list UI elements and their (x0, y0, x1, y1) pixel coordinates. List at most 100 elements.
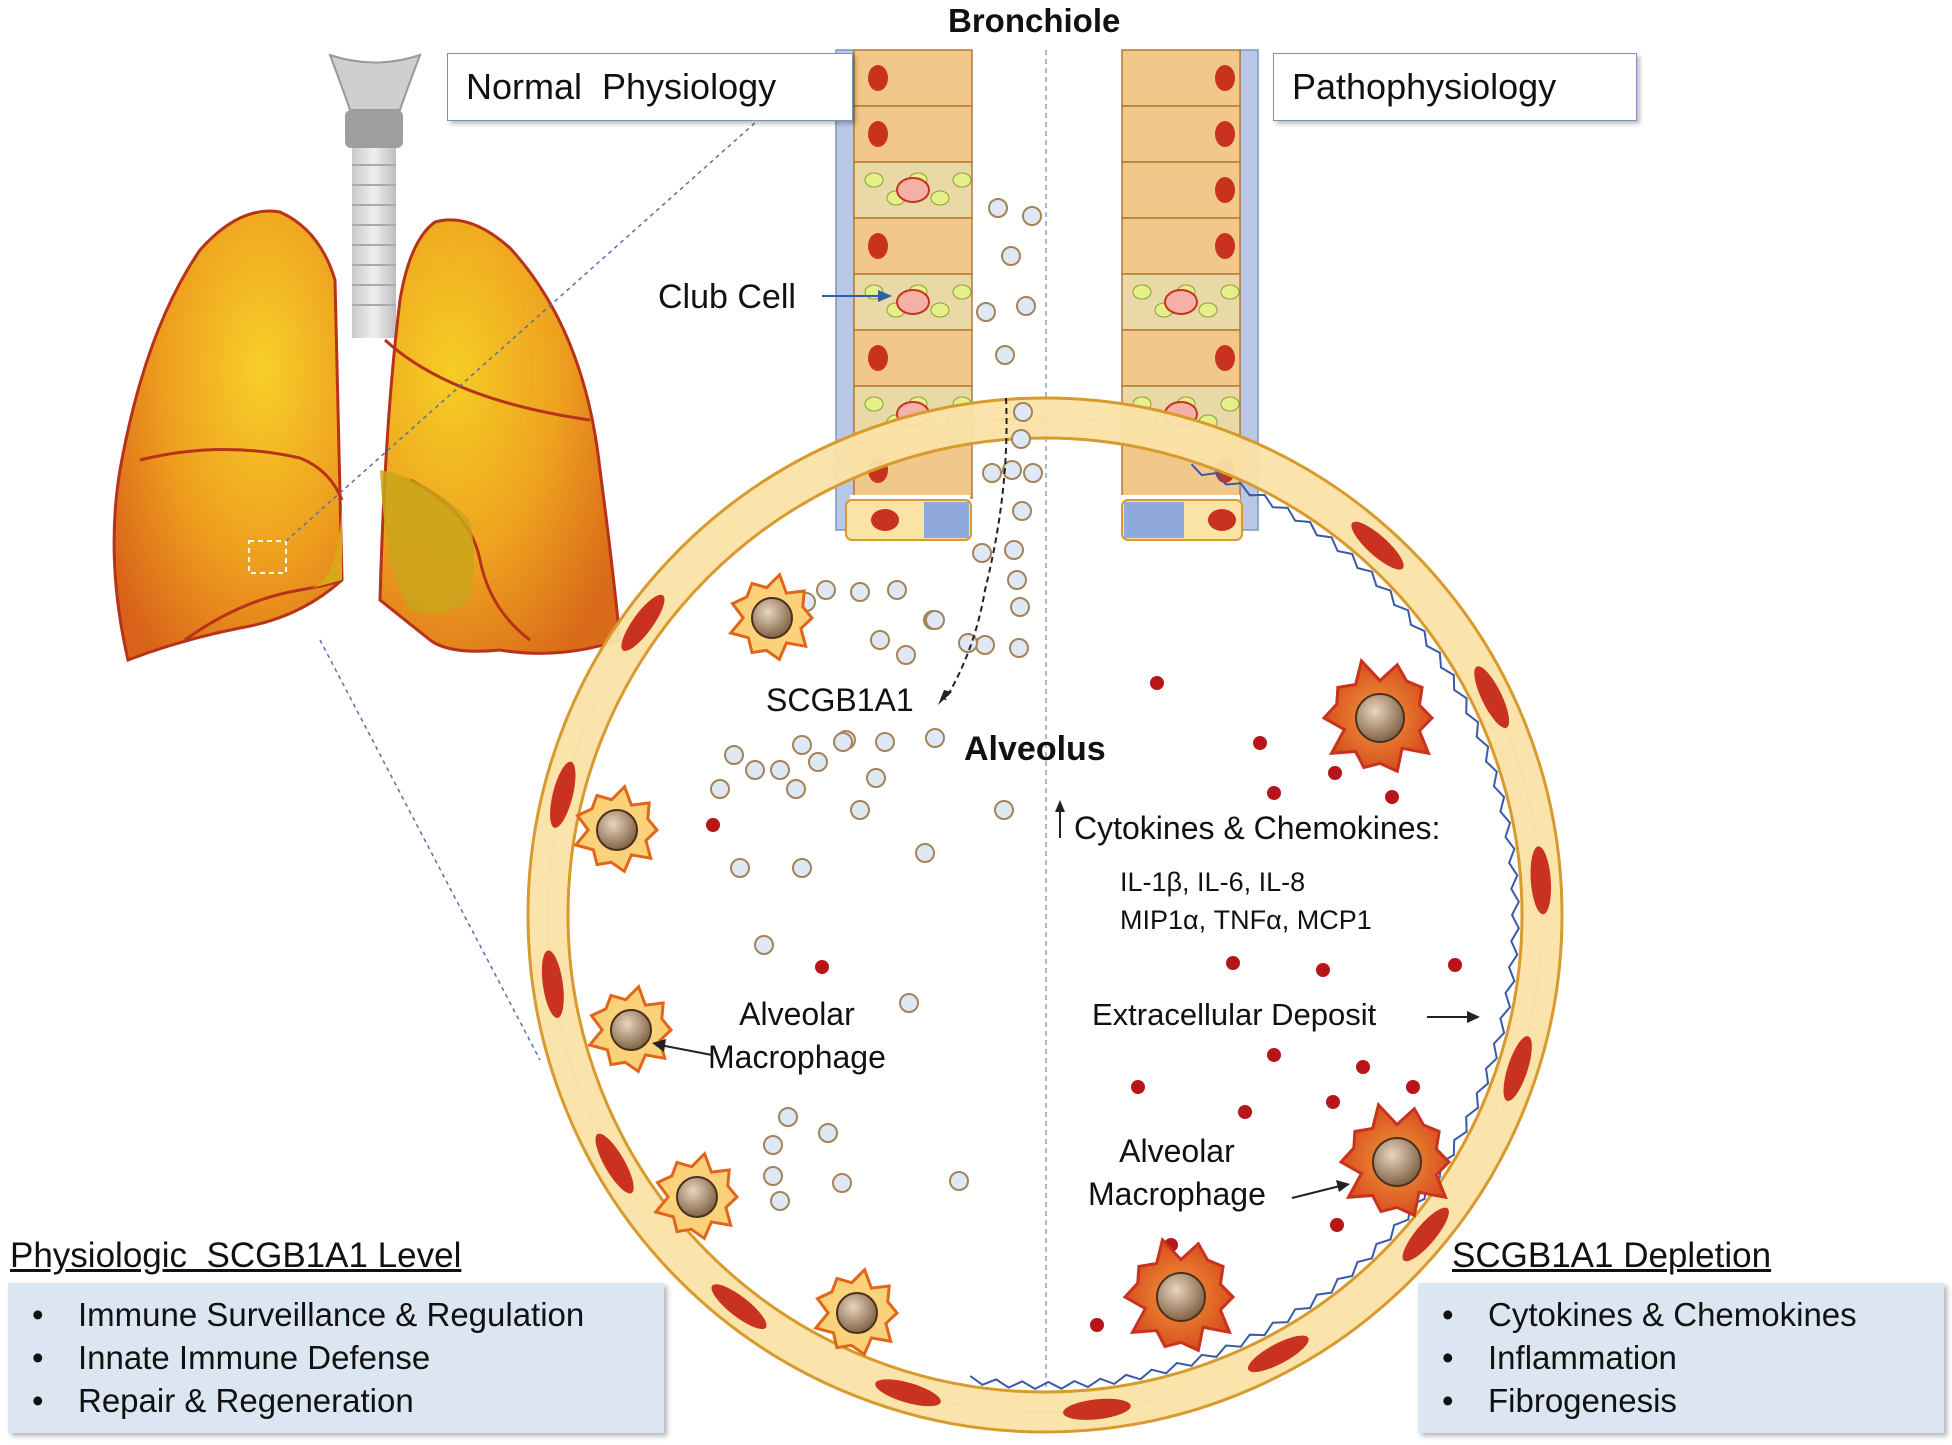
macrophages (573, 571, 1452, 1357)
wall-cell-nucleus (550, 761, 576, 828)
left-panel-title: Physiologic SCGB1A1 Level (10, 1236, 462, 1275)
bronchiole-label: Bronchiole (948, 2, 1121, 39)
alveolar-macrophage-left-label: Alveolar Macrophage (708, 993, 886, 1079)
club-cell-label: Club Cell (658, 278, 796, 316)
scgb1a1-particle (915, 843, 935, 863)
scgb1a1-particle (870, 630, 890, 650)
epithelial-cell (1121, 161, 1241, 219)
right-panel-item: Cytokines & Chemokines (1418, 1293, 1944, 1336)
left-panel-item: Innate Immune Defense (8, 1336, 664, 1379)
cytokine-dot (1267, 1048, 1281, 1062)
wall-cell-nucleus (1247, 1335, 1309, 1373)
scgb1a1-particle (770, 760, 790, 780)
cytokine-dot (1267, 786, 1281, 800)
cytokine-dot (1150, 676, 1164, 690)
activated-macrophage (1122, 1236, 1236, 1353)
pathophysiology-box: Pathophysiology (1273, 53, 1637, 121)
scgb1a1-particle (730, 858, 750, 878)
scgb1a1-particle (899, 993, 919, 1013)
cytokine-dot (1131, 1080, 1145, 1094)
scgb1a1-particle (816, 580, 836, 600)
right-panel-item: Fibrogenesis (1418, 1379, 1944, 1422)
scgb1a1-particle (1009, 638, 1029, 658)
scgb1a1-particle (1011, 429, 1031, 449)
scgb1a1-particle (792, 858, 812, 878)
scgb1a1-particle (988, 198, 1008, 218)
pathophysiology-label: Pathophysiology (1292, 66, 1557, 107)
scgb1a1-particle (832, 1173, 852, 1193)
scgb1a1-particle (1016, 296, 1036, 316)
alveolus-wall (526, 396, 1564, 1434)
epithelial-cell (1121, 49, 1241, 107)
left-panel-item: Repair & Regeneration (8, 1379, 664, 1422)
scgb1a1-particle (982, 463, 1002, 483)
scgb1a1-particle (994, 800, 1014, 820)
epithelial-cell (853, 217, 973, 275)
scgb1a1-particle (925, 610, 945, 630)
normal-physiology-box: Normal Physiology (447, 53, 853, 121)
scgb1a1-particle (972, 543, 992, 563)
scgb1a1-particle (763, 1135, 783, 1155)
alveolar-macrophage (587, 983, 674, 1074)
cytokine-dot (1090, 1318, 1104, 1332)
epithelial-cell (1121, 329, 1241, 387)
scgb1a1-particle (745, 760, 765, 780)
activated-macrophage (1338, 1101, 1452, 1218)
scgb1a1-particle (786, 779, 806, 799)
scgb1a1-particle (887, 580, 907, 600)
scgb1a1-particle (1001, 246, 1021, 266)
scgb1a1-particle (976, 302, 996, 322)
secretion-arrow (944, 397, 1008, 701)
cytokine-dots (706, 676, 1462, 1332)
cytokine-dot (1385, 790, 1399, 804)
alveolar-macrophage (653, 1150, 740, 1241)
scgb1a1-particle (818, 1123, 838, 1143)
epithelial-cell (1121, 217, 1241, 275)
zoom-lines (285, 55, 831, 1061)
epithelial-cell (1121, 105, 1241, 163)
left-lung (112, 209, 344, 663)
right-panel-title: SCGB1A1 Depletion (1452, 1236, 1772, 1275)
scgb1a1-particle (975, 635, 995, 655)
wall-cell-nucleus (1402, 1207, 1449, 1262)
scgb1a1-particle (1012, 501, 1032, 521)
club-cell (853, 161, 973, 219)
wall-cell-nucleus (541, 950, 564, 1018)
scgb1a1-particle (866, 768, 886, 788)
wall-cell-nucleus (1503, 1036, 1532, 1102)
bronchiole-right-wall (1121, 49, 1259, 531)
scgb1a1-particle (808, 752, 828, 772)
epithelial-cell (853, 105, 973, 163)
cytokine-dot (706, 818, 720, 832)
cytokine-dot (815, 960, 829, 974)
scgb1a1-particle (763, 1166, 783, 1186)
scgb1a1-particle (710, 779, 730, 799)
scgb1a1-particle (850, 800, 870, 820)
scgb1a1-particle (778, 1107, 798, 1127)
alveolar-macrophage-left-line1: Alveolar (739, 996, 855, 1032)
cytokines-list-line1: IL-1β, IL-6, IL-8 (1120, 867, 1306, 897)
alveolar-macrophage (573, 783, 660, 874)
scgb1a1-particle (724, 745, 744, 765)
wall-cell-nucleus (595, 1133, 634, 1194)
scgb1a1-particle (833, 732, 853, 752)
wall-cell-nucleus (1063, 1398, 1131, 1420)
scgb1a1-particle (1007, 570, 1027, 590)
scgb1a1-particle (850, 582, 870, 602)
left-panel: Immune Surveillance & Regulation Innate … (8, 1283, 664, 1433)
cytokine-dot (1330, 1218, 1344, 1232)
scgb1a1-label: SCGB1A1 (766, 682, 914, 718)
scgb1a1-particle (792, 735, 812, 755)
alveolar-macrophage-left-line2: Macrophage (708, 1039, 886, 1075)
cytokine-dot (1326, 1095, 1340, 1109)
cytokine-dot (1226, 956, 1240, 970)
club-cell (853, 273, 973, 331)
cytokine-dot (1238, 1105, 1252, 1119)
scgb1a1-particle (1002, 460, 1022, 480)
cytokines-heading: Cytokines & Chemokines: (1074, 810, 1441, 846)
scgb1a1-particle (770, 1191, 790, 1211)
right-panel-list: Cytokines & Chemokines Inflammation Fibr… (1418, 1283, 1944, 1422)
extracellular-deposit-layer (969, 463, 1520, 1391)
left-panel-item: Immune Surveillance & Regulation (8, 1293, 664, 1336)
